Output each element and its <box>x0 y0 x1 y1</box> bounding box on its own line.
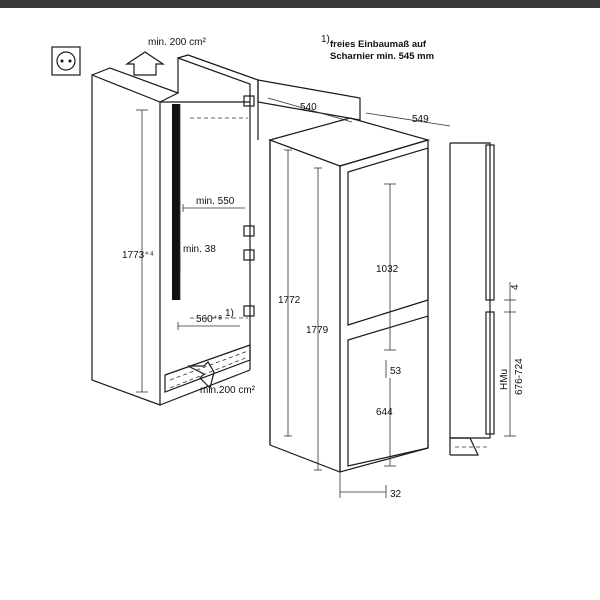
dim-range-label: 676-724 <box>514 358 525 395</box>
note-superscript: 1) <box>321 34 330 45</box>
dim-540-label: 540 <box>300 102 317 113</box>
dim-1772 <box>284 149 292 437</box>
note-line-2: Scharnier min. 545 mm <box>330 51 434 62</box>
dim-1779-label: 1779 <box>306 325 329 336</box>
dim-560-note: 1) <box>225 308 234 319</box>
dim-53-label: 53 <box>390 366 402 377</box>
dim-hmu-label: HMu <box>499 369 510 390</box>
airflow-arrow-top <box>125 51 165 76</box>
dim-hmu <box>504 312 516 437</box>
vent-bottom-label: min.200 cm² <box>200 385 256 396</box>
dim-1772-label: 1772 <box>278 295 301 306</box>
dim-4-label: 4 <box>510 284 521 290</box>
dim-32-label: 32 <box>390 489 402 500</box>
dim-549 <box>365 112 451 127</box>
dim-560 <box>177 322 240 330</box>
dim-549-label: 549 <box>412 114 429 125</box>
dim-32 <box>339 472 387 498</box>
dim-644-label: 644 <box>376 407 393 418</box>
airflow-arrow-bottom <box>187 361 215 390</box>
note-line-1: freies Einbaumaß auf <box>330 39 427 50</box>
dim-540 <box>267 97 353 123</box>
dim-644 <box>384 378 396 467</box>
open-door <box>257 79 361 140</box>
dim-1032 <box>384 183 396 351</box>
dim-560-label: 560⁺⁸ <box>196 314 222 325</box>
dim-1779 <box>314 167 322 471</box>
dim-38-label: min. 38 <box>183 244 216 255</box>
vent-top-label: min. 200 cm² <box>148 37 206 48</box>
power-socket-icon <box>51 46 81 76</box>
dim-1032-label: 1032 <box>376 264 399 275</box>
side-profile <box>449 142 495 456</box>
dim-1773 <box>136 109 148 393</box>
niche-cabinet <box>91 54 259 406</box>
hinges <box>243 95 255 317</box>
top-bar <box>0 0 600 8</box>
dim-550-label: min. 550 <box>196 196 235 207</box>
dim-1773-label: 1773⁺⁴ <box>122 250 154 261</box>
dim-550 <box>182 204 245 212</box>
